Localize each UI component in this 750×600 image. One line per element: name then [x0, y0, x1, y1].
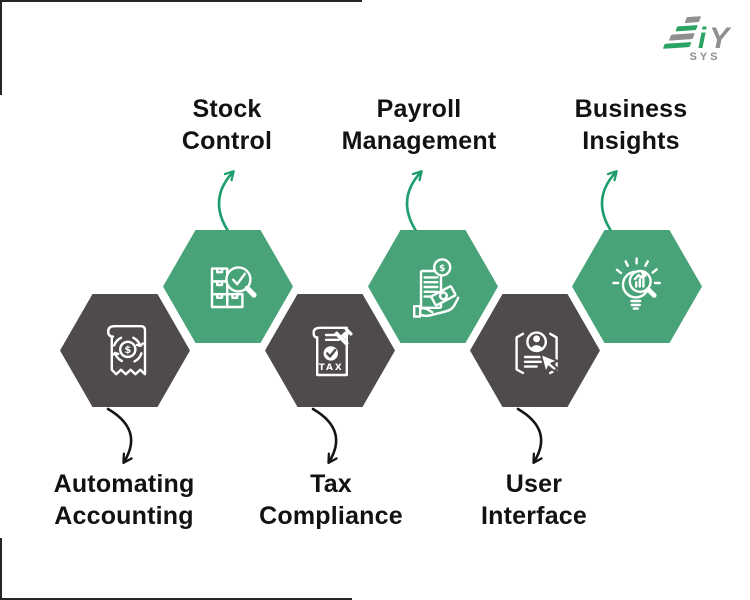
tax-document-stamp-icon: TAX [312, 326, 353, 376]
ui-panel-cursor-icon [515, 330, 559, 374]
label-user-interface: User Interface [480, 470, 588, 530]
hexagon-tax-compliance: TAX [265, 294, 395, 407]
lightbulb-analytics-icon [612, 256, 661, 310]
frame-line-left-upper [0, 0, 2, 95]
label-payroll-management: Payroll Management [341, 95, 497, 155]
brand-logo: i Y SYS [661, 9, 737, 63]
logo-subtext: SYS [689, 51, 721, 63]
frame-line-left-lower [0, 538, 2, 600]
hexagon-stock-control [163, 230, 293, 343]
hexagon-payroll-management: $ [368, 230, 498, 343]
svg-text:TAX: TAX [319, 363, 344, 373]
hexagon-business-insights [572, 230, 702, 343]
label-automating-accounting: Automating Accounting [53, 470, 195, 530]
arrow-user-interface [516, 407, 543, 464]
arrow-tax-compliance [311, 407, 338, 464]
frame-line-bottom [0, 598, 352, 600]
payroll-hand-money-icon: $ [413, 257, 460, 318]
arrow-automating-accounting [106, 407, 133, 464]
arrow-stock-control [217, 170, 235, 240]
svg-text:$: $ [439, 262, 445, 273]
hexagon-user-interface [470, 294, 600, 407]
label-tax-compliance: Tax Compliance [259, 470, 403, 530]
label-business-insights: Business Insights [574, 95, 688, 155]
receipt-dollar-sync-icon: $ [107, 324, 147, 375]
inventory-boxes-magnifier-icon [210, 265, 257, 308]
logo-e-bars-icon [662, 16, 701, 49]
logo-letter-y: Y [709, 21, 730, 55]
svg-text:$: $ [124, 345, 131, 356]
hexagon-automating-accounting: $ [60, 294, 190, 407]
logo-letter-i: i [697, 21, 707, 55]
arrow-payroll-management [405, 170, 423, 240]
frame-line-top [0, 0, 362, 2]
label-stock-control: Stock Control [181, 95, 273, 155]
arrow-business-insights [600, 170, 618, 240]
